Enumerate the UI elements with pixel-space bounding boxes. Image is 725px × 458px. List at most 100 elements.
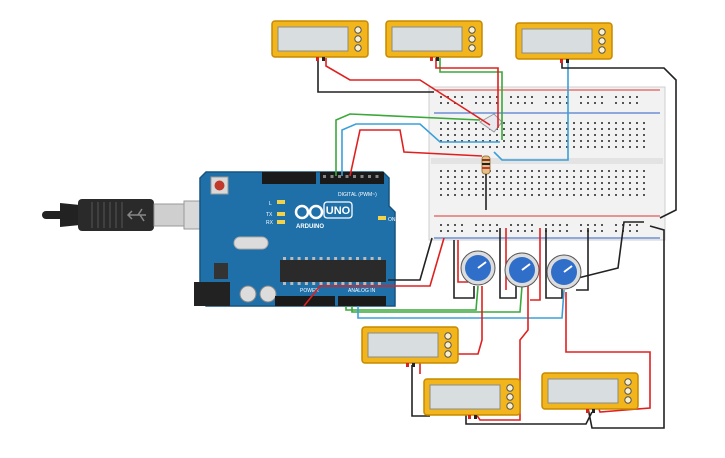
led-l (277, 200, 285, 204)
multimeter-port[interactable] (624, 378, 632, 386)
resistor-band-3 (482, 167, 490, 169)
multimeter-display (391, 26, 463, 52)
multimeter-port[interactable] (444, 341, 452, 349)
multimeter-port[interactable] (598, 28, 606, 36)
probe-lead-red (406, 363, 409, 367)
wire-black[interactable] (317, 58, 434, 93)
multimeter-display (277, 26, 349, 52)
potentiometer-indicator (477, 261, 487, 269)
probe-lead-black (474, 415, 477, 419)
tx-label: TX (266, 212, 273, 218)
multimeter-port[interactable] (354, 44, 362, 52)
multimeter-port[interactable] (506, 384, 514, 392)
multimeter-port[interactable] (354, 35, 362, 43)
power-header[interactable] (275, 296, 335, 306)
uno-label: UNO (326, 205, 351, 217)
multimeter-port[interactable] (598, 46, 606, 54)
wire-red[interactable] (349, 129, 483, 177)
atmega-chip-pins (283, 257, 381, 285)
multimeter-port[interactable] (468, 44, 476, 52)
wire-red[interactable] (530, 228, 541, 301)
wire-black[interactable] (576, 228, 589, 291)
wire-black[interactable] (388, 237, 433, 281)
wire-blue[interactable] (493, 58, 569, 161)
wire-black[interactable] (577, 221, 644, 279)
probe-lead-red (586, 409, 589, 413)
multimeter[interactable] (271, 20, 369, 61)
multimeter[interactable] (515, 22, 613, 63)
wire-green[interactable] (351, 285, 523, 313)
on-label: ON (388, 217, 396, 223)
multimeter[interactable] (423, 378, 521, 419)
resistor[interactable] (481, 155, 491, 175)
led-tx (277, 212, 285, 216)
reset-button-cap (214, 180, 225, 191)
led-rx (277, 220, 285, 224)
potentiometer-indicator (563, 265, 573, 273)
regulator-chip (214, 263, 228, 279)
multimeter-port[interactable] (468, 35, 476, 43)
usb-cable[interactable] (42, 199, 227, 231)
potentiometer[interactable] (504, 252, 540, 288)
atmega-chip (280, 260, 386, 282)
multimeter-display (521, 28, 593, 54)
analog-header[interactable] (338, 296, 386, 306)
uno-badge (323, 201, 353, 219)
l-label: L (269, 201, 272, 207)
wire-blue[interactable] (357, 289, 565, 319)
potentiometer[interactable] (460, 250, 496, 286)
wire-red[interactable] (435, 58, 499, 128)
multimeter[interactable] (385, 20, 483, 61)
wire-black[interactable] (545, 228, 563, 299)
probe-lead-black (412, 363, 415, 367)
wire-red[interactable] (565, 292, 651, 413)
multimeter-port[interactable] (354, 26, 362, 34)
multimeter-port[interactable] (468, 26, 476, 34)
digital-header[interactable] (320, 172, 384, 184)
breadboard[interactable] (428, 86, 666, 241)
multimeter-port[interactable] (444, 332, 452, 340)
multimeter-port[interactable] (624, 396, 632, 404)
multimeters (271, 20, 639, 419)
wire-green[interactable] (335, 113, 481, 176)
multimeter[interactable] (361, 326, 459, 367)
wire-black[interactable] (561, 58, 677, 219)
probe-lead-red (316, 57, 319, 61)
wire-black[interactable] (411, 365, 430, 417)
capacitor-1 (239, 285, 257, 303)
probe-lead-red (468, 415, 471, 419)
power-jack (194, 282, 230, 306)
led-on (378, 216, 386, 220)
multimeter[interactable] (541, 372, 639, 413)
probe-lead-black (566, 59, 569, 63)
digital-header-pins (323, 175, 379, 178)
multimeter-port[interactable] (506, 393, 514, 401)
wire-red[interactable] (457, 240, 468, 283)
potentiometer[interactable] (546, 254, 582, 290)
wire-black[interactable] (587, 225, 665, 429)
usb-plug-metal (153, 203, 185, 227)
wire-green[interactable] (439, 58, 503, 140)
wire-black[interactable] (499, 228, 517, 299)
probe-lead-red (560, 59, 563, 63)
multimeter-port[interactable] (598, 37, 606, 45)
wire-blue[interactable] (341, 123, 500, 176)
multimeter-port[interactable] (506, 402, 514, 410)
wire-red[interactable] (325, 58, 491, 126)
wire-red[interactable] (303, 237, 445, 307)
wire-black[interactable] (453, 240, 475, 299)
capacitor-2 (259, 285, 277, 303)
multimeter-display (429, 384, 501, 410)
resistor-band-1 (482, 159, 490, 161)
multimeter-port[interactable] (444, 350, 452, 358)
usb-cable-jacket (60, 203, 80, 227)
wire-black[interactable] (465, 411, 593, 425)
wire-green[interactable] (345, 285, 479, 311)
breadboard-holes (440, 96, 645, 232)
top-header-left (262, 172, 316, 184)
probe-lead-black (592, 409, 595, 413)
multimeter-port[interactable] (624, 387, 632, 395)
resistor-band-2 (482, 163, 490, 165)
